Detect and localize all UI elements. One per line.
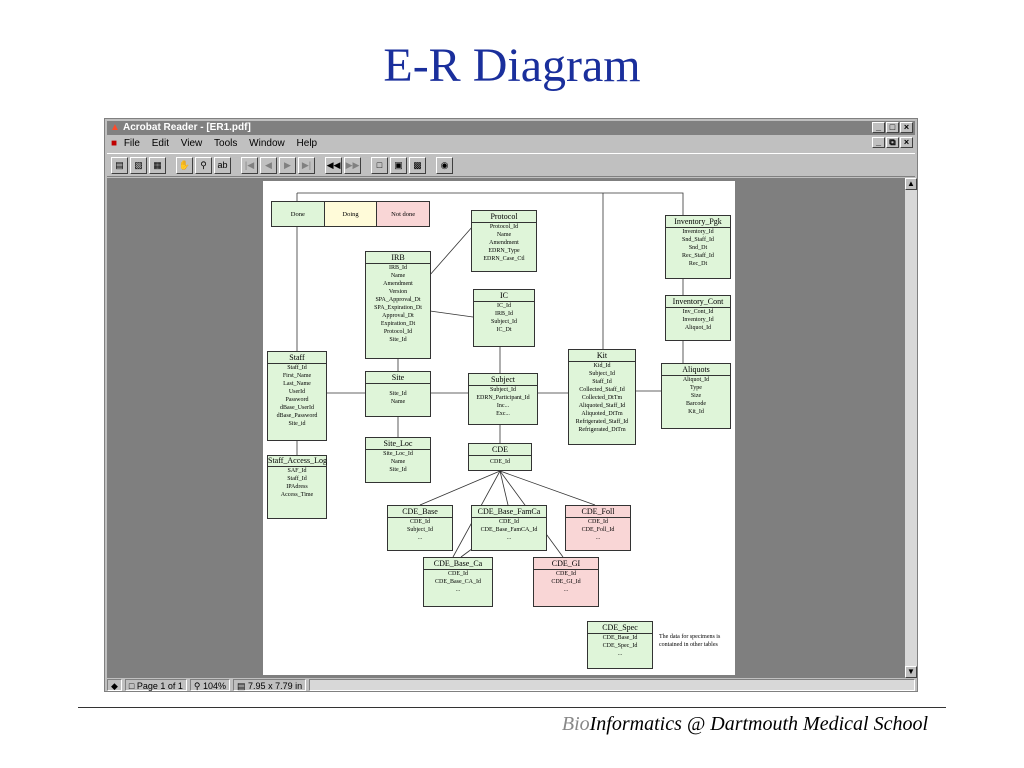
hand-tool-icon[interactable]: ✋ <box>176 156 193 174</box>
doc-close-button[interactable]: × <box>900 137 913 148</box>
doc-minimize-button[interactable]: _ <box>872 137 885 148</box>
entity-cde-gi: CDE_GI CDE_Id CDE_GI_Id ... <box>533 557 599 607</box>
entity-cde-base-ca: CDE_Base_Ca CDE_Id CDE_Base_CA_Id ... <box>423 557 493 607</box>
entity-inventory-pgk: Inventory_Pgk Inventory_Id Snd_Staff_Id … <box>665 215 731 279</box>
go-forward-icon[interactable]: ▶▶ <box>344 156 361 174</box>
text-select-icon[interactable]: ab <box>214 156 231 174</box>
doc-restore-button[interactable]: ⧉ <box>886 137 899 148</box>
legend-done: Done <box>272 202 325 226</box>
menu-file[interactable]: File <box>123 138 140 149</box>
scroll-down-icon[interactable]: ▼ <box>905 666 917 678</box>
window-titlebar[interactable]: ▲Acrobat Reader - [ER1.pdf] _ □ × <box>107 121 915 135</box>
toolbar: ▤ ▧ ▦ ✋ ⚲ ab |◀ ◀ ▶ ▶| ◀◀ ▶▶ □ ▣ ▩ ◉ <box>107 153 915 177</box>
pdf-page: Done Doing Not done Protocol Protocol_Id… <box>263 181 735 675</box>
find-icon[interactable]: ◉ <box>436 156 453 174</box>
statusbar: ◆ □ Page 1 of 1 ⚲ 104% ▤ 7.95 x 7.79 in <box>107 679 915 691</box>
footer-divider <box>78 707 946 708</box>
entity-cde-spec: CDE_Spec CDE_Base_Id CDE_Spec_Id ... <box>587 621 653 669</box>
entity-kit: Kit Kid_Id Subject_Id Staff_Id Collected… <box>568 349 636 445</box>
acrobat-window: ▲Acrobat Reader - [ER1.pdf] _ □ × ■ File… <box>104 118 918 692</box>
relationship-lines <box>296 192 684 558</box>
page-indicator[interactable]: □ Page 1 of 1 <box>124 679 187 691</box>
entity-cde-base: CDE_Base CDE_Id Subject_Id ... <box>387 505 453 551</box>
menu-view[interactable]: View <box>180 138 203 149</box>
entity-staff: Staff Staff_Id First_Name Last_Name User… <box>267 351 327 441</box>
menubar: ■ File Edit View Tools Window Help _ ⧉ × <box>107 136 915 151</box>
maximize-button[interactable]: □ <box>886 122 899 133</box>
entity-site: Site Site_Id Name <box>365 371 431 417</box>
legend-not-done: Not done <box>377 202 430 226</box>
actual-size-icon[interactable]: □ <box>371 156 388 174</box>
entity-protocol: Protocol Protocol_Id Name Amendment EDRN… <box>471 210 537 272</box>
fit-width-icon[interactable]: ▩ <box>409 156 426 174</box>
entity-irb: IRB IRB_Id Name Amendment Version SPA_Ap… <box>365 251 431 359</box>
menu-help[interactable]: Help <box>296 138 318 149</box>
document-window-controls: _ ⧉ × <box>872 137 913 148</box>
slide-title: E-R Diagram <box>383 39 641 92</box>
page-only-icon[interactable]: ▤ <box>111 156 128 174</box>
first-page-icon[interactable]: |◀ <box>241 156 258 174</box>
vertical-scrollbar[interactable]: ▲ ▼ <box>905 178 917 678</box>
horizontal-scrollbar[interactable] <box>309 679 915 691</box>
specimen-note: The data for specimens is contained in o… <box>659 634 721 648</box>
entity-ic: IC IC_Id IRB_Id Subject_Id IC_Dt <box>473 289 535 347</box>
menu-edit[interactable]: Edit <box>151 138 169 149</box>
fit-page-icon[interactable]: ▣ <box>390 156 407 174</box>
last-page-icon[interactable]: ▶| <box>298 156 315 174</box>
next-page-icon[interactable]: ▶ <box>279 156 296 174</box>
bookmarks-icon[interactable]: ▧ <box>130 156 147 174</box>
window-title: Acrobat Reader - [ER1.pdf] <box>123 122 251 133</box>
acrobat-icon: ▲ <box>110 122 120 133</box>
scroll-up-icon[interactable]: ▲ <box>905 178 917 190</box>
prev-page-icon[interactable]: ◀ <box>260 156 277 174</box>
legend-doing: Doing <box>324 202 378 226</box>
entity-staff-access-log: Staff_Access_Log SAF_Id Staff_Id IPAdres… <box>267 455 327 519</box>
entity-site-loc: Site_Loc Site_Loc_Id Name Site_Id <box>365 437 431 483</box>
page-nav-icon[interactable]: ◆ <box>107 679 122 691</box>
zoom-tool-icon[interactable]: ⚲ <box>195 156 212 174</box>
entity-inventory-cont: Inventory_Cont Inv_Cont_Id Inventory_Id … <box>665 295 731 341</box>
thumbnails-icon[interactable]: ▦ <box>149 156 166 174</box>
zoom-indicator[interactable]: ⚲ 104% <box>189 679 231 691</box>
menu-tools[interactable]: Tools <box>214 138 238 149</box>
entity-cde-foll: CDE_Foll CDE_Id CDE_Foll_Id ... <box>565 505 631 551</box>
close-button[interactable]: × <box>900 122 913 133</box>
document-icon[interactable]: ■ <box>111 138 118 149</box>
entity-aliquots: Aliquots Aliquot_Id Type Size Barcode Ki… <box>661 363 731 429</box>
page-size-indicator: ▤ 7.95 x 7.79 in <box>233 679 307 691</box>
document-view[interactable]: Done Doing Not done Protocol Protocol_Id… <box>107 178 905 678</box>
status-legend: Done Doing Not done <box>271 201 430 227</box>
window-controls: _ □ × <box>872 122 913 133</box>
entity-cde-base-famca: CDE_Base_FamCa CDE_Id CDE_Base_FamCA_Id … <box>471 505 547 551</box>
entity-subject: Subject Subject_Id EDRN_Participant_Id I… <box>468 373 538 425</box>
minimize-button[interactable]: _ <box>872 122 885 133</box>
entity-cde: CDE CDE_Id <box>468 443 532 471</box>
go-back-icon[interactable]: ◀◀ <box>325 156 342 174</box>
entity-name: Protocol <box>472 211 536 223</box>
footer-text: BioInformatics @ Dartmouth Medical Schoo… <box>561 713 928 735</box>
menu-window[interactable]: Window <box>249 138 285 149</box>
